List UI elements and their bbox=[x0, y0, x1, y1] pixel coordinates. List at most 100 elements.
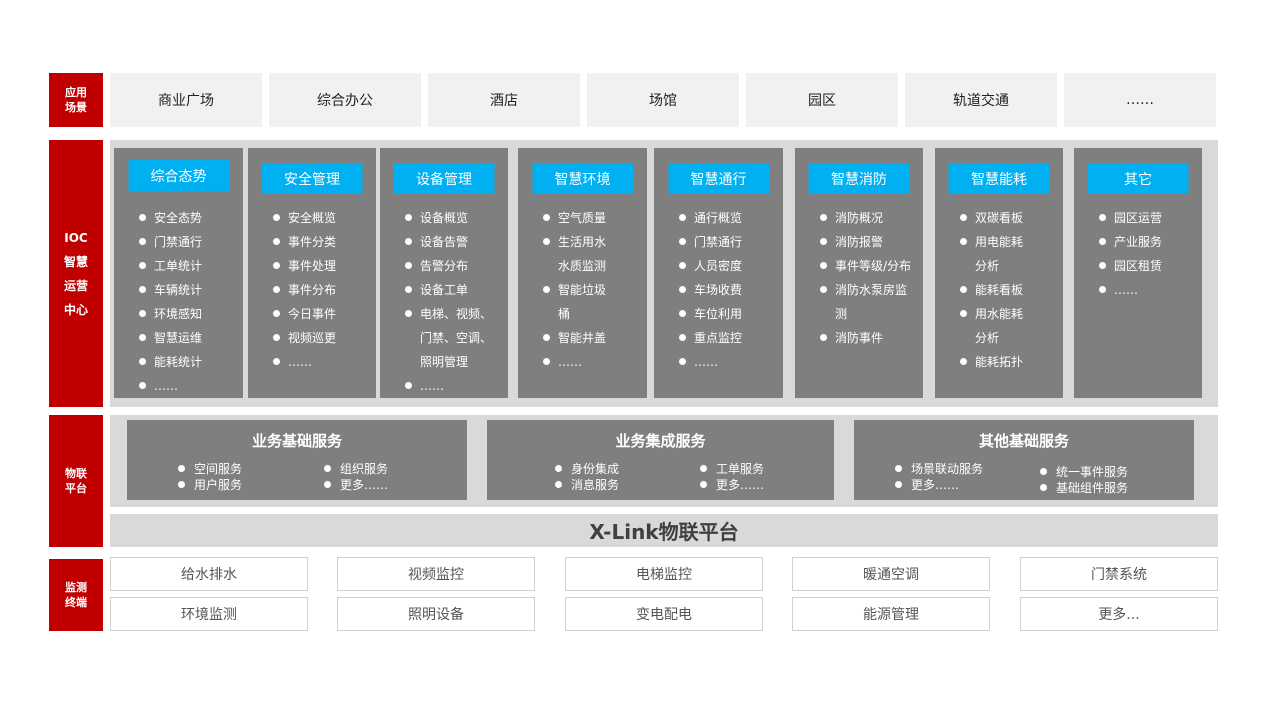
bullet-dot bbox=[139, 214, 146, 221]
bullet-dot bbox=[960, 214, 967, 221]
ioc-list-item: 生活用水 bbox=[518, 230, 647, 254]
ioc-list-item: …… bbox=[518, 350, 647, 374]
ioc-list-item: 消防事件 bbox=[795, 326, 923, 350]
ioc-list-item: 安全概览 bbox=[248, 206, 376, 230]
bullet-dot bbox=[273, 238, 280, 245]
ioc-list-item: 视频巡更 bbox=[248, 326, 376, 350]
ioc-list-item-text: 消防概况 bbox=[835, 211, 884, 225]
ioc-column-title: 智慧能耗 bbox=[948, 163, 1050, 194]
scene-rail: 轨道交通 bbox=[905, 73, 1057, 127]
ioc-list-item: 能耗拓扑 bbox=[935, 350, 1063, 374]
ioc-column-title: 智慧环境 bbox=[532, 163, 633, 194]
ioc-list-item-text: 园区租赁 bbox=[1114, 259, 1163, 273]
ioc-list-item-text: 门禁、空调、 bbox=[420, 331, 493, 345]
bullet-dot bbox=[139, 334, 146, 341]
ioc-column: 智慧能耗双碳看板用电能耗分析能耗看板用水能耗分析能耗拓扑 bbox=[935, 148, 1063, 398]
ioc-list-item: 告警分布 bbox=[380, 254, 508, 278]
bullet-dot bbox=[139, 358, 146, 365]
terminal-lighting: 照明设备 bbox=[337, 597, 535, 631]
terminal-elevator: 电梯监控 bbox=[565, 557, 763, 591]
ioc-list-item: 电梯、视频、 bbox=[380, 302, 508, 326]
ioc-list-item-text: …… bbox=[420, 379, 444, 393]
ioc-list-item: 水质监测 bbox=[518, 254, 647, 278]
ioc-list-item-text: 视频巡更 bbox=[288, 331, 337, 345]
terminal-power: 变电配电 bbox=[565, 597, 763, 631]
bullet-dot bbox=[820, 262, 827, 269]
bullet-dot bbox=[1099, 238, 1106, 245]
ioc-column-list: 空气质量生活用水水质监测智能垃圾桶智能井盖 …… bbox=[518, 206, 647, 374]
bullet-dot bbox=[820, 286, 827, 293]
ioc-list-item: 能耗看板 bbox=[935, 278, 1063, 302]
ioc-list-item-text: …… bbox=[558, 355, 582, 369]
ioc-list-item: 重点监控 bbox=[654, 326, 783, 350]
service-item: 场景联动服务 bbox=[895, 461, 983, 477]
ioc-list-item-text: 环境感知 bbox=[154, 307, 203, 321]
ioc-list-item: 智能垃圾 bbox=[518, 278, 647, 302]
bullet-dot bbox=[273, 214, 280, 221]
bullet-dot bbox=[543, 214, 550, 221]
bullet-dot bbox=[139, 238, 146, 245]
ioc-list-item: 智慧运维 bbox=[114, 326, 243, 350]
xlink-platform-bar: X-Link物联平台 bbox=[110, 514, 1218, 547]
ioc-list-item: 车场收费 bbox=[654, 278, 783, 302]
ioc-list-item: 测 bbox=[795, 302, 923, 326]
ioc-list-item-text: 消防报警 bbox=[835, 235, 884, 249]
scene-mall: 商业广场 bbox=[110, 73, 262, 127]
scene-office: 综合办公 bbox=[269, 73, 421, 127]
ioc-column-list: 安全概览事件分类事件处理事件分布今日事件视频巡更…… bbox=[248, 206, 376, 374]
scene-hotel: 酒店 bbox=[428, 73, 580, 127]
ioc-column-list: 设备概览设备告警告警分布设备工单电梯、视频、门禁、空调、照明管理…… bbox=[380, 206, 508, 398]
ioc-list-item-text: 安全概览 bbox=[288, 211, 337, 225]
ioc-list-item: 分析 bbox=[935, 254, 1063, 278]
service-item: 组织服务 bbox=[324, 461, 388, 477]
ioc-list-item-text: 车辆统计 bbox=[154, 283, 203, 297]
ioc-list-item-text: 人员密度 bbox=[694, 259, 743, 273]
bullet-dot bbox=[679, 334, 686, 341]
ioc-column-title: 其它 bbox=[1087, 163, 1189, 194]
bullet-dot bbox=[820, 334, 827, 341]
service-item: 统一事件服务 bbox=[1040, 464, 1128, 480]
service-business-base: 业务基础服务 空间服务 用户服务 组织服务 更多…… bbox=[127, 420, 467, 500]
ioc-list-item: 事件处理 bbox=[248, 254, 376, 278]
ioc-list-item-text: 双碳看板 bbox=[975, 211, 1024, 225]
bullet-dot bbox=[679, 262, 686, 269]
ioc-list-item: 消防报警 bbox=[795, 230, 923, 254]
ioc-column-title: 安全管理 bbox=[261, 163, 363, 194]
ioc-column-title: 智慧消防 bbox=[808, 163, 910, 194]
ioc-list-item-text: 重点监控 bbox=[694, 331, 743, 345]
ioc-list-item: 智能井盖 bbox=[518, 326, 647, 350]
ioc-list-item: 事件分类 bbox=[248, 230, 376, 254]
service-title: 业务基础服务 bbox=[251, 432, 342, 450]
ioc-list-item-text: 分析 bbox=[975, 331, 1000, 345]
scene-venue: 场馆 bbox=[587, 73, 739, 127]
bullet-dot bbox=[960, 238, 967, 245]
service-item: 工单服务 bbox=[700, 461, 764, 477]
terminal-energy: 能源管理 bbox=[792, 597, 990, 631]
ioc-column-list: 双碳看板用电能耗分析能耗看板用水能耗分析能耗拓扑 bbox=[935, 206, 1063, 374]
ioc-list-item-text: 事件处理 bbox=[288, 259, 337, 273]
ioc-list-item: 今日事件 bbox=[248, 302, 376, 326]
ioc-list-item-text: 门禁通行 bbox=[154, 235, 203, 249]
bullet-dot bbox=[960, 358, 967, 365]
bullet-dot bbox=[139, 262, 146, 269]
bullet-dot bbox=[820, 214, 827, 221]
ioc-list-item: 车位利用 bbox=[654, 302, 783, 326]
ioc-list-item: 设备工单 bbox=[380, 278, 508, 302]
bullet-dot bbox=[679, 310, 686, 317]
bullet-dot bbox=[405, 382, 412, 389]
bullet-dot bbox=[543, 334, 550, 341]
ioc-list-item: 空气质量 bbox=[518, 206, 647, 230]
ioc-list-item-text: 智能井盖 bbox=[558, 331, 607, 345]
ioc-list-item: 人员密度 bbox=[654, 254, 783, 278]
terminal-access: 门禁系统 bbox=[1020, 557, 1218, 591]
terminal-environment: 环境监测 bbox=[110, 597, 308, 631]
ioc-list-item: 消防水泵房监 bbox=[795, 278, 923, 302]
ioc-list-item: 桶 bbox=[518, 302, 647, 326]
bullet-dot bbox=[273, 334, 280, 341]
ioc-list-item-text: 用水能耗 bbox=[975, 307, 1024, 321]
bullet-dot bbox=[1099, 286, 1106, 293]
ioc-list-item-text: 能耗看板 bbox=[975, 283, 1024, 297]
service-title: 业务集成服务 bbox=[615, 432, 706, 450]
service-item: 更多…… bbox=[700, 477, 764, 493]
bullet-dot bbox=[273, 358, 280, 365]
